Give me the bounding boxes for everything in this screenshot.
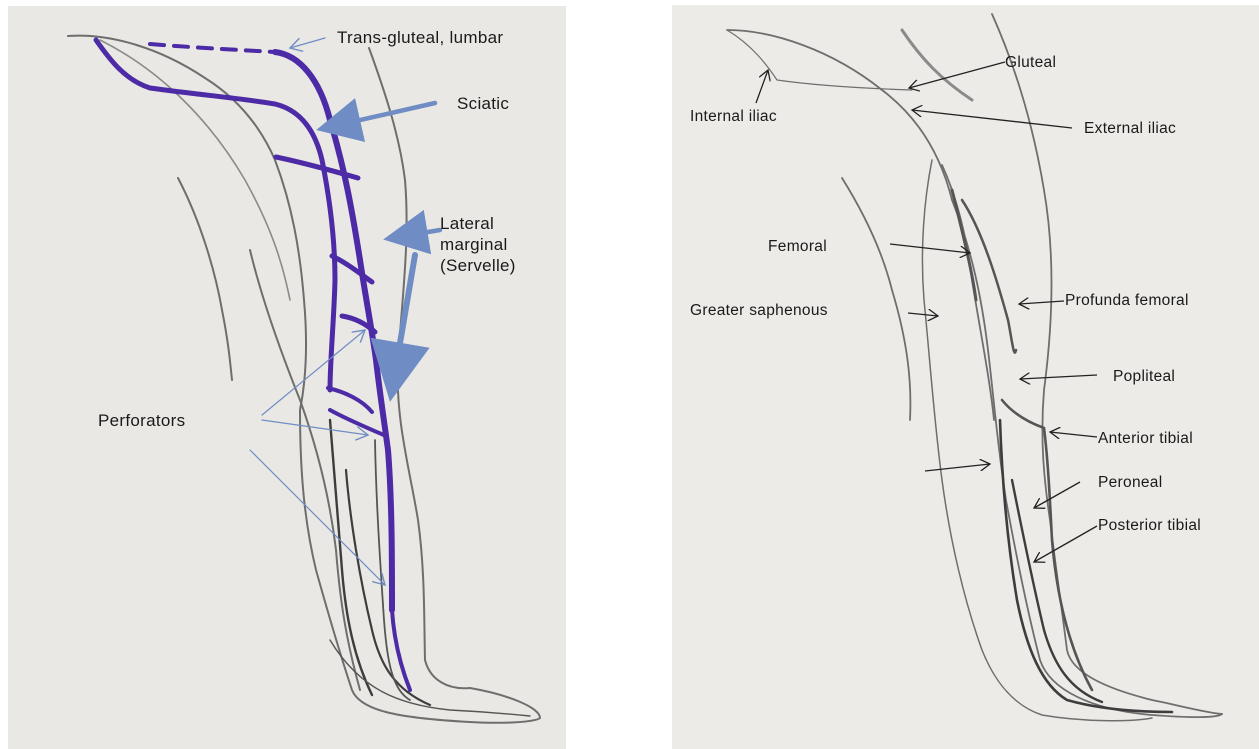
greater-saphenous-label: Greater saphenous <box>690 300 828 321</box>
perforators-label: Perforators <box>98 410 185 431</box>
anterior-tibial-label: Anterior tibial <box>1098 428 1193 449</box>
lateral-marginal-line-1: Lateral <box>440 213 568 234</box>
gluteal-label: Gluteal <box>1005 52 1056 73</box>
lateral-marginal-label: Lateral marginal (Servelle) <box>440 213 568 276</box>
femoral-label: Femoral <box>768 236 827 257</box>
lateral-marginal-line-3: (Servelle) <box>440 255 568 276</box>
peroneal-label: Peroneal <box>1098 472 1162 493</box>
right-diagram-panel: Gluteal Internal iliac External iliac Fe… <box>672 0 1259 749</box>
internal-iliac-label: Internal iliac <box>690 106 777 127</box>
popliteal-label: Popliteal <box>1113 366 1175 387</box>
profunda-femoral-label: Profunda femoral <box>1065 290 1189 311</box>
posterior-tibial-label: Posterior tibial <box>1098 515 1201 536</box>
sciatic-label: Sciatic <box>457 93 509 114</box>
trans-gluteal-label: Trans-gluteal, lumbar <box>337 27 503 48</box>
lateral-marginal-line-2: marginal <box>440 234 568 255</box>
paper-background <box>8 6 566 749</box>
external-iliac-label: External iliac <box>1084 118 1176 139</box>
left-diagram-panel: Trans-gluteal, lumbar Sciatic Lateral ma… <box>0 0 568 749</box>
